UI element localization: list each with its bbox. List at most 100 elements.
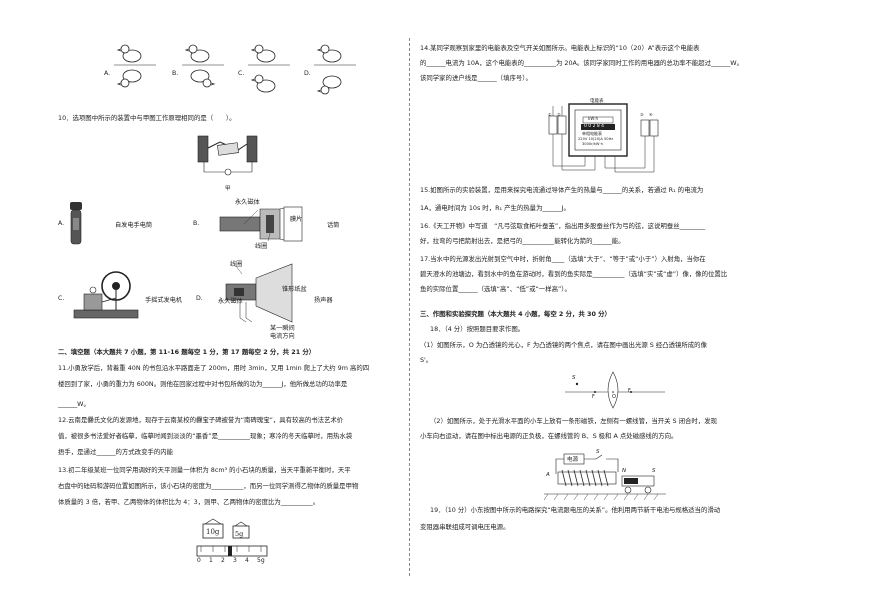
- section-2-heading: 二、填空题（本大题共 7 小题，第 11-16 题每空 1 分，第 17 题每空…: [58, 348, 316, 356]
- duck-option-b: B.: [172, 70, 179, 77]
- q15: 15.如图所示的实验装置，是用来探究电流通过导体产生的热量与______的关系，…: [420, 186, 703, 213]
- q10-option-a-label: 自发电手电筒: [115, 222, 153, 229]
- weight-5g: 5g: [235, 530, 244, 538]
- q10-option-d-current: 电流方向: [270, 333, 295, 340]
- q10-jia-figure: [190, 128, 265, 183]
- point-a-label: A: [546, 472, 550, 478]
- scale-3: 3: [233, 557, 237, 564]
- q10-option-b-coil: 线圈: [255, 243, 268, 250]
- solenoid-cart-figure: [540, 452, 670, 502]
- q14-line-3: 该同学家的进户线是______（填序号）。: [420, 74, 532, 82]
- q12-line-3: 捂手，是通过______的方式改变手的内能: [58, 448, 174, 456]
- q10-option-c: C.: [58, 295, 65, 302]
- duck-option-a: A.: [104, 70, 111, 77]
- q10-jia-label: 甲: [225, 186, 231, 192]
- lens-focus-left: F: [592, 394, 595, 400]
- meter-title: 电能表: [590, 99, 604, 104]
- hand-crank-generator-diagram: [72, 268, 142, 323]
- q11-line-2: 楼回到了家，小勇的重力为 600N。则他在回家过程中对书包所做的功为______…: [58, 380, 348, 388]
- q13-line-2: 右盘中的砝码和游码位置如图所示，该小石块的密度为__________，而另一位同…: [58, 482, 359, 490]
- q17-line-2: 碧天澄水的池塘边，看到水中的鱼在游动时，看到的鱼实际是__________（选填…: [420, 270, 728, 278]
- q18-part2: （2）如图所示，处于光滑水平面的小车上放有一条形磁铁，左侧有一螺线管，当开关 S…: [420, 417, 717, 441]
- ducks-figure: [100, 38, 370, 110]
- magnet-s-label: S: [652, 468, 656, 474]
- q12: 12.云南是爨氏文化的发源地，现存于云南某校的爨宝子碑被誉为“南碑瑰宝”，具有较…: [58, 416, 352, 457]
- q16-line-1: 16.《天工开物》中写道 “凡弓弦取食柘叶蚕茧”，指出用多股蚕丝作为弓的弦，这说…: [420, 222, 706, 230]
- q13-line-3: 体质量的 3 倍，若甲、乙两物体的体积比为 4：3，则甲、乙两物体的密度比为__…: [58, 498, 320, 506]
- electric-meter-figure: [545, 96, 670, 178]
- balance-weights-figure: [195, 516, 270, 568]
- duck-option-d: D.: [304, 70, 311, 77]
- q11-line-3: ______W。: [58, 400, 90, 408]
- convex-lens-figure: [565, 370, 665, 410]
- q16: 16.《天工开物》中写道 “凡弓弦取食柘叶蚕茧”，指出用多股蚕丝作为弓的弦，这说…: [420, 222, 705, 246]
- wire-label-1: ①: [548, 112, 552, 117]
- q12-line-2: 值，被很多书法爱好者临摹，临摹时闻到淡淡的“墨香”是__________现象；寒…: [58, 432, 353, 440]
- q15-line-2: 1A，通电时间为 10s 时，R₁ 产生的热量为______J。: [420, 204, 570, 212]
- q10-option-d: D.: [196, 295, 203, 302]
- q11-line-1: 11.小勇放学后，背着重 40N 的书包沿水平路面走了 200m，用时 3min…: [58, 364, 370, 372]
- q14-line-1: 14.某同学观察到家里的电能表及空气开关如图所示。电能表上标识的“10（20）A…: [420, 44, 700, 52]
- q13-line-1: 13.初二年级某班一位同学用调好的天平测量一体积为 8cm³ 的小石块的质量，当…: [58, 466, 351, 474]
- scale-1: 1: [209, 557, 213, 564]
- q17-line-3: 鱼的实际位置______（选填“高”、“低”或“一样高”）。: [420, 285, 571, 293]
- duck-option-c: C.: [238, 70, 245, 77]
- q15-line-1: 15.如图所示的实验装置，是用来探究电流通过导体产生的热量与______的关系，…: [420, 186, 704, 194]
- section-3-heading: 三、作图和实验探究题（本大题共 4 小题，每空 2 分，共 30 分）: [420, 310, 611, 318]
- scale-4: 4: [245, 557, 249, 564]
- lens-center-o: O: [612, 394, 616, 400]
- meter-spec: 220V 10(20)A 50Hz: [578, 137, 614, 141]
- q10-text: 10．选项图中所示的装置中与甲图工作原理相同的是（ ）。: [58, 114, 236, 122]
- q18-part1: （1）如图所示，O 为凸透镜的光心，F 为凸透镜的两个焦点，请在图中画出光源 S…: [420, 341, 707, 365]
- meter-digits: 0 0 2 8 4: [584, 124, 605, 129]
- q14-line-2: 的______电流为 10A，这个电能表的__________为 20A。该同学…: [420, 59, 743, 67]
- wire-label-2: ②: [557, 112, 561, 117]
- q16-line-2: 好，拉弯的弓把箭射出去，是把弓的__________能转化为箭的______能。: [420, 237, 625, 245]
- scale-0: 0: [197, 557, 201, 564]
- q10-option-d-label: 扬声器: [314, 297, 333, 304]
- wire-label-3: ③: [640, 112, 644, 117]
- q18-line-1: （1）如图所示，O 为凸透镜的光心，F 为凸透镜的两个焦点，请在图中画出光源 S…: [420, 341, 707, 349]
- meter-name: 单相电能表: [582, 131, 602, 136]
- q19: 19．（10 分）小东按图中所示的电路探究“电流跟电压的关系”。他利用两节新干电…: [420, 506, 721, 532]
- q10-option-d-period: 某一瞬间: [270, 325, 295, 332]
- flashlight-icon: [62, 198, 90, 248]
- q11: 11.小勇放学后，背着重 40N 的书包沿水平路面走了 200m，用时 3min…: [58, 364, 369, 409]
- power-source-label: 电源: [567, 457, 579, 463]
- q19-line-1: 19．（10 分）小东按图中所示的电路探究“电流跟电压的关系”。他利用两节新干电…: [430, 506, 721, 514]
- q17: 17.当水中的光源发出光射到空气中时，折射角____（选填“大于”、“等于”或“…: [420, 255, 727, 294]
- lens-point-s: S: [572, 375, 576, 381]
- wire-label-4: ④: [649, 112, 653, 117]
- lens-focus-right: F: [628, 388, 631, 394]
- meter-unit: kW·h: [588, 116, 599, 121]
- q13: 13.初二年级某班一位同学用调好的天平测量一体积为 8cm³ 的小石块的质量，当…: [58, 466, 358, 507]
- q18-line-4: 小车向右运动，请在图中标出电源的正负极，在螺线管的 B、S 极和 A 点处磁感线…: [420, 432, 678, 440]
- q10-option-b-magnet: 永久磁体: [235, 199, 260, 206]
- weight-10g: 10g: [206, 528, 220, 536]
- scale-2: 2: [221, 557, 225, 564]
- q14: 14.某同学观察到家里的电能表及空气开关如图所示。电能表上标识的“10（20）A…: [420, 44, 743, 83]
- magnet-n-label: N: [622, 468, 627, 474]
- column-divider: [409, 38, 410, 576]
- q10-option-b: B.: [193, 220, 200, 227]
- q17-line-1: 17.当水中的光源发出光射到空气中时，折射角____（选填“大于”、“等于”或“…: [420, 255, 706, 263]
- q10-option-c-label: 手摇式发电机: [145, 297, 183, 304]
- balance-scale-labels: 0 1 2 3 4 5g: [197, 557, 271, 565]
- loudspeaker-diagram: [212, 262, 312, 330]
- q18-line-2: S'。: [420, 356, 433, 364]
- q10-option-b-label: 话筒: [327, 222, 340, 229]
- q12-line-1: 12.云南是爨氏文化的发源地，现存于云南某校的爨宝子碑被誉为“南碑瑰宝”，具有较…: [58, 416, 344, 424]
- q10-option-a: A.: [58, 220, 65, 227]
- q10-option-b-membrane: 膜片: [290, 216, 303, 223]
- microphone-diagram: [218, 205, 323, 243]
- scale-5g: 5g: [257, 557, 265, 564]
- q18-intro: 18．（4 分）按照题目要求作图。: [430, 325, 525, 333]
- q19-line-2: 变阻器串联组成可调电压电源。: [420, 523, 510, 531]
- q10-option-d-cone: 锥形纸盆: [282, 286, 307, 293]
- q10-option-d-coil: 线圈: [230, 261, 243, 268]
- switch-s-label: S: [596, 449, 600, 455]
- meter-rev: 3000r/kW·h: [582, 142, 603, 146]
- q18-line-3: （2）如图所示，处于光滑水平面的小车上放有一条形磁铁，左侧有一螺线管，当开关 S…: [430, 417, 717, 425]
- q10-option-d-magnet: 永久磁体: [218, 298, 243, 305]
